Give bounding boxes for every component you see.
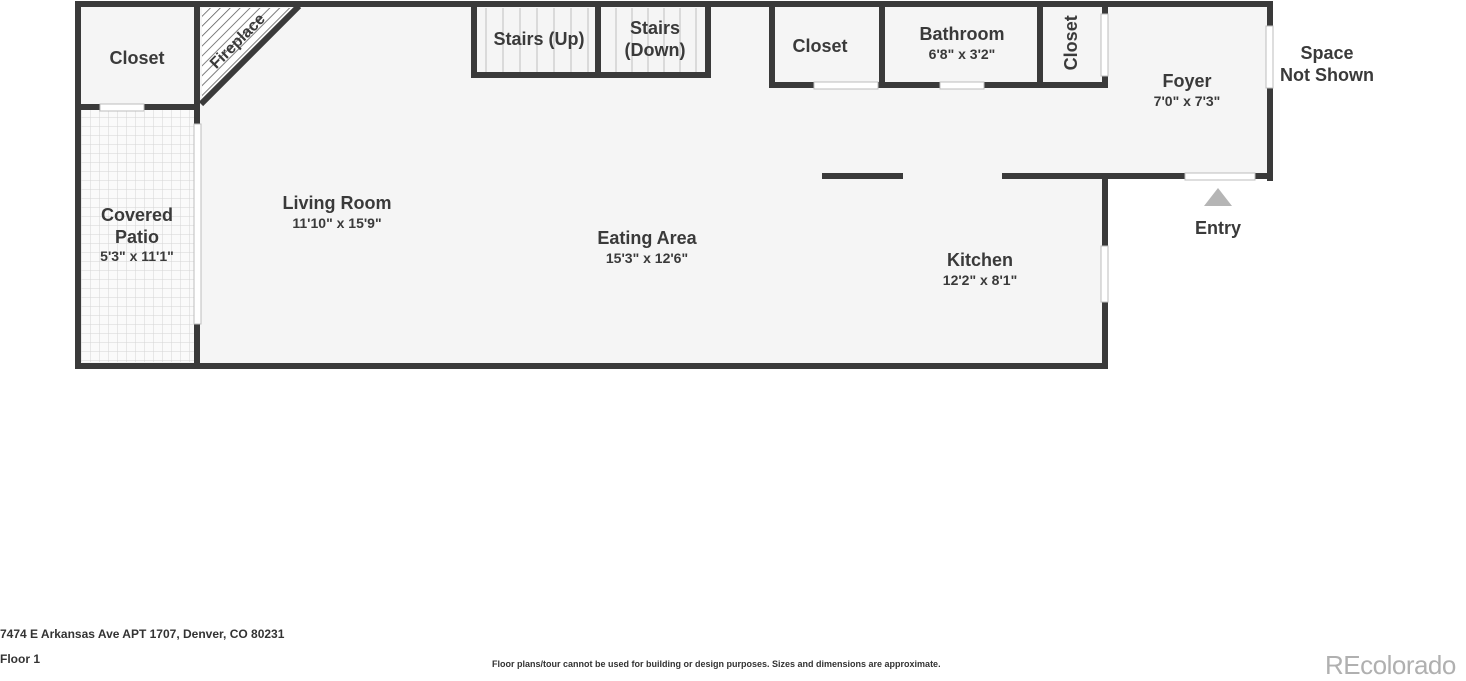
- room-name: Closet: [109, 48, 165, 68]
- disclaimer-text: Floor plans/tour cannot be used for buil…: [492, 659, 941, 669]
- bathroom-label: Bathroom 6'8" x 3'2": [887, 24, 1037, 62]
- covered-patio-label: Covered Patio 5'3" x 11'1": [82, 205, 192, 265]
- closet-mid-label: Closet: [775, 36, 865, 58]
- stairs-down-label: Stairs (Down): [603, 18, 707, 61]
- brand-logo: REcolorado: [1325, 650, 1456, 680]
- entry-arrow-icon: [1204, 188, 1232, 206]
- label-line: Not Shown: [1280, 64, 1374, 85]
- openings: [99, 13, 1274, 325]
- eating-area-label: Eating Area 15'3" x 12'6": [572, 228, 722, 266]
- living-room-label: Living Room 11'10" x 15'9": [267, 193, 407, 231]
- room-dimensions: 15'3" x 12'6": [605, 249, 689, 266]
- room-name: Closet: [792, 36, 848, 56]
- room-dimensions: 12'2" x 8'1": [942, 271, 1018, 288]
- kitchen-label: Kitchen 12'2" x 8'1": [915, 250, 1045, 288]
- room-name: Living Room: [282, 193, 392, 213]
- floor-label: Floor 1: [0, 652, 41, 666]
- closet-small-label: Closet: [1061, 3, 1083, 83]
- room-name: Stairs (Up): [493, 29, 585, 49]
- walls: [75, 1, 1273, 369]
- room-name: Eating Area: [597, 228, 697, 248]
- room-name: Kitchen: [946, 250, 1013, 270]
- address-text: 7474 E Arkansas Ave APT 1707, Denver, CO…: [0, 627, 285, 641]
- room-name: Foyer: [1162, 71, 1212, 91]
- room-name: Closet: [1061, 15, 1082, 71]
- label-line: Entry: [1194, 218, 1241, 238]
- stairs-down-treads: [615, 8, 697, 72]
- lower-floor: [78, 176, 1105, 365]
- closet-left-label: Closet: [87, 48, 187, 70]
- room-name: (Down): [624, 39, 686, 60]
- covered-patio-floor: [78, 110, 197, 362]
- room-dimensions: 11'10" x 15'9": [292, 214, 382, 231]
- room-dimensions: 7'0" x 7'3": [1153, 92, 1221, 109]
- room-name: Stairs: [629, 18, 681, 38]
- room-dimensions: 6'8" x 3'2": [928, 45, 996, 62]
- entry-label: Entry: [1178, 218, 1258, 240]
- room-name: Covered: [100, 205, 174, 225]
- room-name: Patio: [114, 226, 159, 247]
- room-dimensions: 5'3" x 11'1": [100, 248, 174, 265]
- label-line: Space: [1300, 43, 1354, 63]
- room-name: Bathroom: [919, 24, 1005, 44]
- foyer-label: Foyer 7'0" x 7'3": [1127, 71, 1247, 109]
- space-not-shown-label: Space Not Shown: [1271, 43, 1383, 86]
- stairs-up-label: Stairs (Up): [479, 29, 599, 51]
- stairs-up-treads: [485, 8, 589, 72]
- main-floor: [78, 4, 1270, 176]
